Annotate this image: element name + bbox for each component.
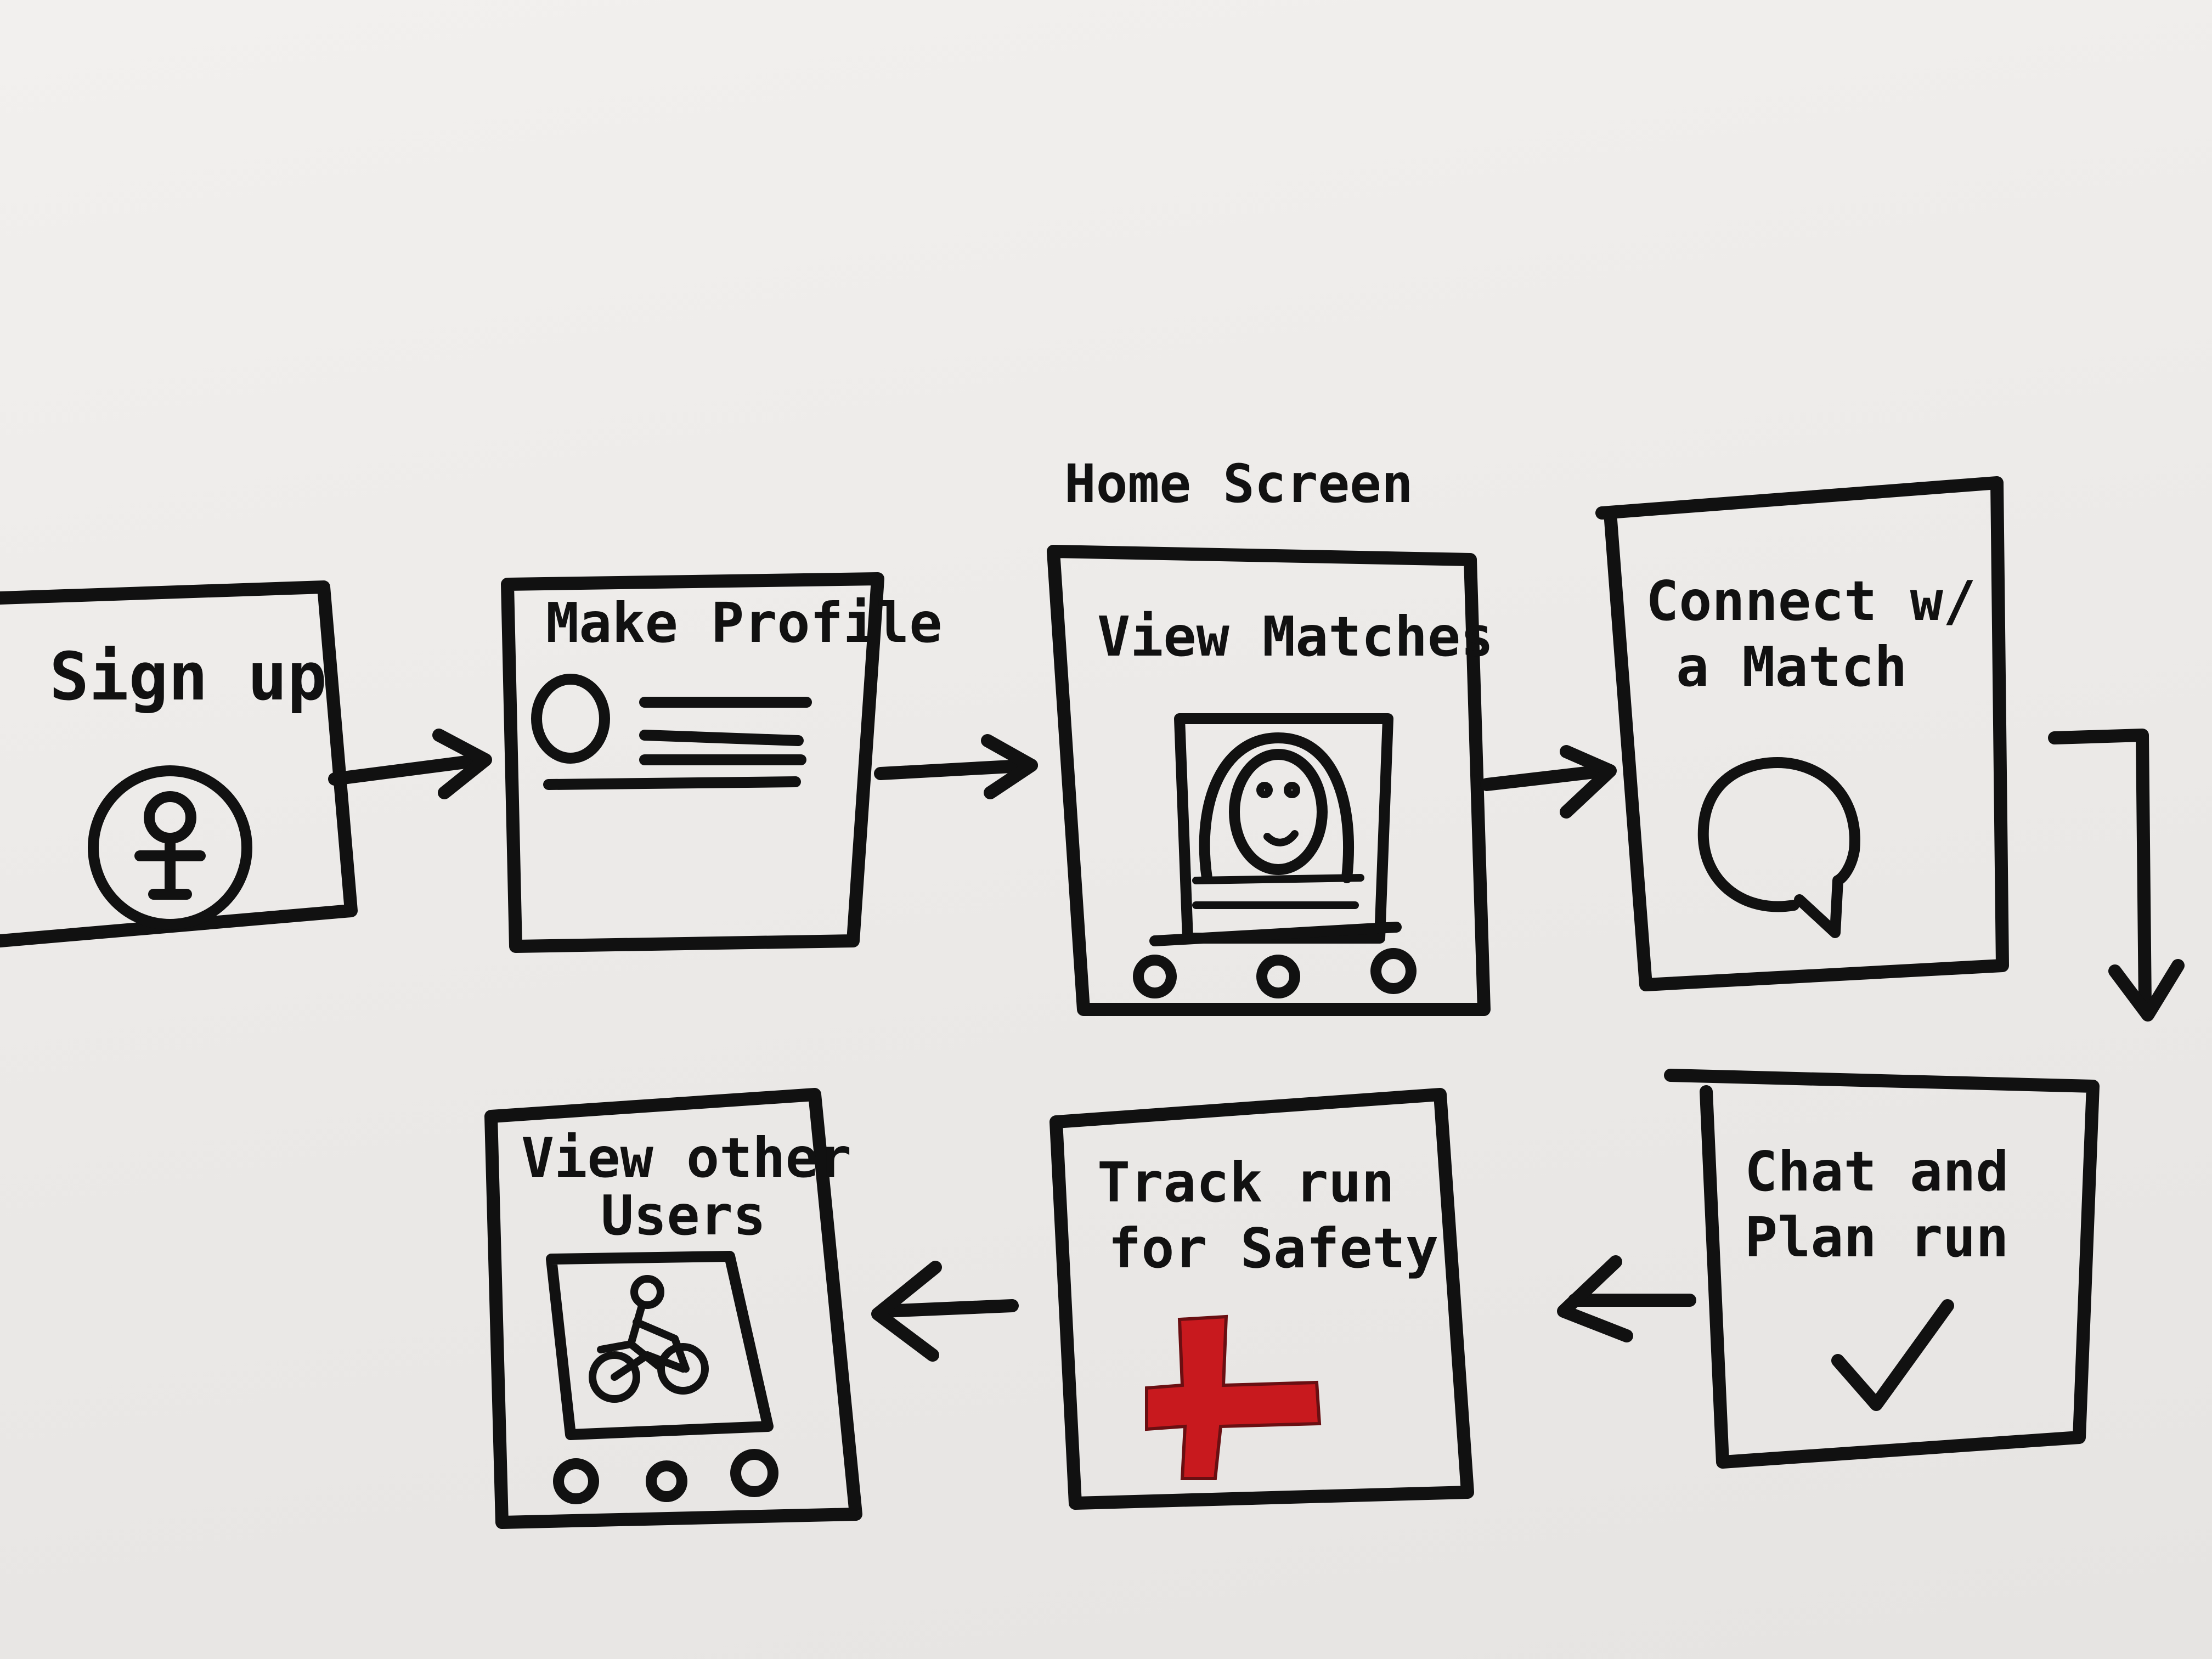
chat-bubble-icon — [1697, 757, 1860, 938]
step-make-profile: Make Profile — [501, 572, 942, 953]
arrow-connect-to-chat-plan — [2048, 729, 2185, 1022]
arrow-make-profile-to-view-matches — [874, 734, 1038, 799]
step-view-other-users: View other Users — [484, 1088, 862, 1529]
step-sign-up-title: Sign up — [49, 639, 327, 715]
step-track-run-title-line1: Track run — [1097, 1150, 1395, 1215]
step-connect-match-title-line1: Connect w/ — [1646, 569, 1976, 633]
cyclist-card-icon — [546, 1251, 774, 1440]
arrow-track-run-to-view-users — [871, 1261, 1019, 1362]
step-connect-match: Connect w/ a Match — [1595, 476, 2009, 991]
match-card-icon — [1133, 713, 1417, 998]
arrow-view-matches-to-connect — [1480, 745, 1617, 819]
step-chat-plan-run: Chat and Plan run — [1664, 1069, 2100, 1469]
step-track-run-title-line2: for Safety — [1108, 1216, 1438, 1280]
step-view-matches-title: View Matches — [1097, 605, 1493, 669]
step-make-profile-title: Make Profile — [546, 591, 942, 655]
step-view-matches: View Matches — [1047, 545, 1493, 1016]
red-cross-icon — [1145, 1314, 1322, 1480]
checkmark-icon — [1831, 1299, 1954, 1411]
step-sign-up: Sign up — [0, 580, 358, 947]
profile-form-icon — [531, 674, 812, 790]
home-screen-label: Home Screen — [1064, 453, 1413, 515]
user-avatar-icon — [88, 765, 252, 930]
step-connect-match-title-line2: a Match — [1676, 635, 1907, 699]
step-track-run: Track run for Safety — [1049, 1088, 1474, 1510]
arrow-sign-up-to-make-profile — [328, 729, 492, 799]
step-view-other-users-title-line2: Users — [601, 1183, 766, 1248]
arrow-chat-plan-to-track-run — [1557, 1255, 1696, 1342]
step-chat-plan-run-title-line2: Plan run — [1745, 1205, 2009, 1269]
step-view-other-users-title-line1: View other — [521, 1126, 851, 1190]
step-chat-plan-run-title-line1: Chat and — [1745, 1139, 2009, 1204]
